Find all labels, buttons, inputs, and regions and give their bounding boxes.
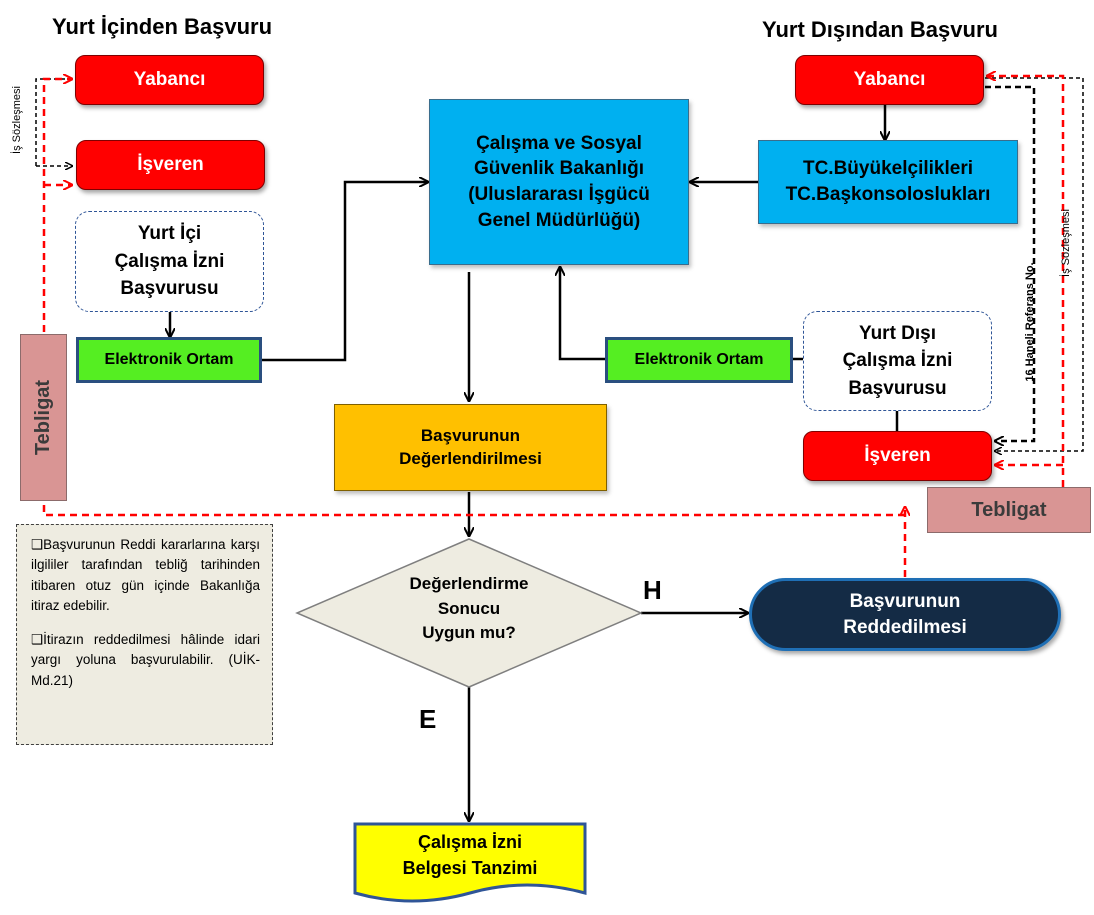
heading-abroad-application: Yurt Dışından Başvuru xyxy=(762,17,998,42)
yabanci-box-left: Yabancı xyxy=(75,55,264,105)
heading-domestic-application: Yurt İçinden Başvuru xyxy=(52,14,273,39)
electronic-medium-box-left: Elektronik Ortam xyxy=(76,337,262,383)
electronic-medium-box-right: Elektronik Ortam xyxy=(605,337,793,383)
yes-branch-label: E xyxy=(419,704,437,734)
isveren-box-left: İşveren xyxy=(76,140,265,190)
rejection-box: Başvurunun Reddedilmesi xyxy=(749,578,1061,651)
contract-label-left: İş Sözleşmesi xyxy=(11,86,23,154)
decision-diamond xyxy=(295,538,643,688)
ministry-box: Çalışma ve Sosyal Güvenlik Bakanlığı (Ul… xyxy=(429,99,689,265)
tebligat-box-right: Tebligat xyxy=(927,487,1091,533)
yabanci-box-right: Yabancı xyxy=(795,55,984,105)
notification-line-right-yabanci xyxy=(987,76,1065,487)
isveren-box-right: İşveren xyxy=(803,431,992,481)
arrow-electronic-left-to-ministry xyxy=(262,182,428,362)
permit-issuance-label: Çalışma İzni Belgesi Tanzimi xyxy=(402,832,538,879)
tebligat-label-left: Tebligat xyxy=(32,379,54,456)
domestic-application-box: Yurt İçi Çalışma İzni Başvurusu xyxy=(75,211,264,312)
note-item-objection: ❑Başvurunun Reddi kararlarına karşı ilgi… xyxy=(31,537,260,613)
tebligat-box-left: Tebligat xyxy=(20,334,67,501)
permit-document-shape xyxy=(353,822,587,903)
contract-label-right: İş Sözleşmesi xyxy=(1060,209,1072,277)
abroad-application-box: Yurt Dışı Çalışma İzni Başvurusu xyxy=(803,311,992,411)
notification-line-left xyxy=(42,79,905,517)
arrow-electronic-right-to-ministry xyxy=(560,267,605,361)
embassy-box: TC.Büyükelçilikleri TC.Başkonsolosluklar… xyxy=(758,140,1018,224)
arrow-contract-left-to-yabanci xyxy=(35,79,72,166)
arrow-contract-right-to-isveren xyxy=(985,77,1084,451)
note-item-judicial: ❑İtirazın reddedilmesi hâlinde idari yar… xyxy=(31,632,260,688)
no-branch-label: H xyxy=(643,575,662,605)
arrow-reference-to-isveren xyxy=(985,85,1036,441)
decision-label: Değerlendirme Sonucu Uygun mu? xyxy=(409,574,529,643)
reference-number-label: 16 Haneli Referans No. xyxy=(1024,262,1036,382)
objection-note: ❑Başvurunun Reddi kararlarına karşı ilgi… xyxy=(16,524,273,745)
evaluation-box: Başvurunun Değerlendirilmesi xyxy=(334,404,607,491)
